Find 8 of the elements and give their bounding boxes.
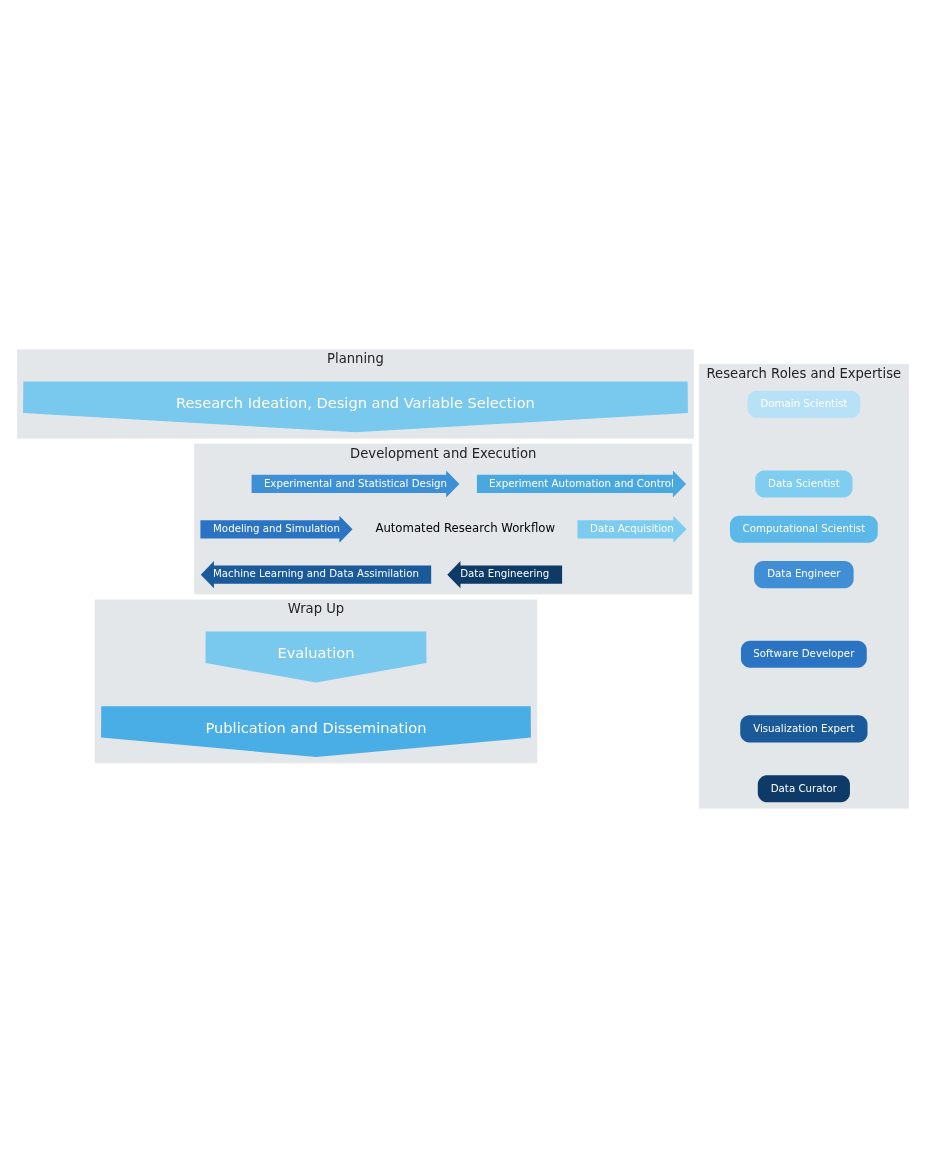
node-box: Visualization Expert (740, 714, 868, 742)
node-box: Software Developer (740, 640, 867, 668)
node-box: Data Scientist (755, 469, 853, 497)
node-box: Data Curator (757, 774, 850, 802)
node-text: Automated Research Workflow (375, 520, 555, 535)
node-box: Data Engineer (754, 560, 854, 588)
node-box: Computational Scientist (730, 515, 878, 543)
node-box: Domain Scientist (747, 390, 861, 418)
